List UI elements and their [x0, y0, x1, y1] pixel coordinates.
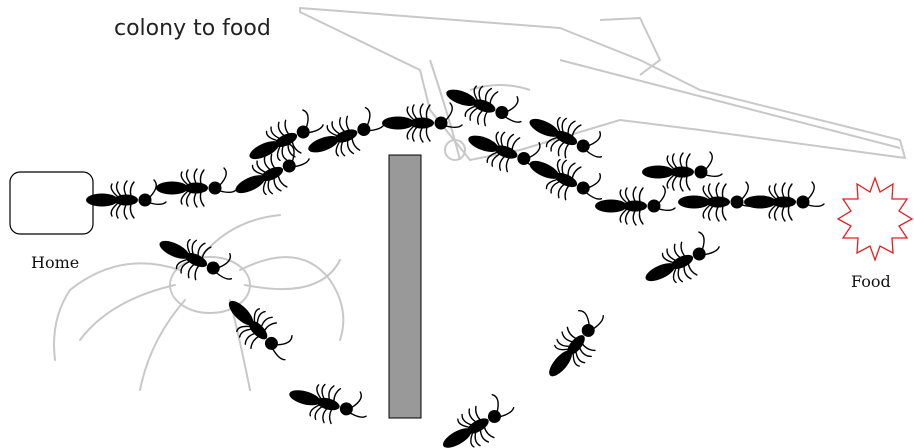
ant-icon: [433, 389, 522, 448]
ant-icon: [440, 74, 529, 138]
obstacle-wall: [389, 155, 421, 418]
food-star-icon: [838, 178, 912, 260]
spider-sketch: [54, 215, 343, 390]
ant-icon: [216, 288, 300, 372]
home-box-icon: [10, 172, 93, 234]
ant-icon: [284, 374, 371, 432]
airplane-sketch: [300, 8, 905, 160]
ants: [86, 74, 824, 448]
ant-icon: [86, 180, 166, 219]
ant-icon: [637, 227, 726, 296]
ant-icon: [595, 186, 675, 225]
food-label: Food: [851, 272, 891, 291]
home-label: Home: [31, 253, 79, 272]
ant-icon: [744, 182, 824, 221]
ant-icon: [302, 104, 391, 168]
diagram-title: colony to food: [114, 16, 271, 41]
ant-icon: [535, 302, 616, 388]
ant-icon: [156, 168, 236, 207]
